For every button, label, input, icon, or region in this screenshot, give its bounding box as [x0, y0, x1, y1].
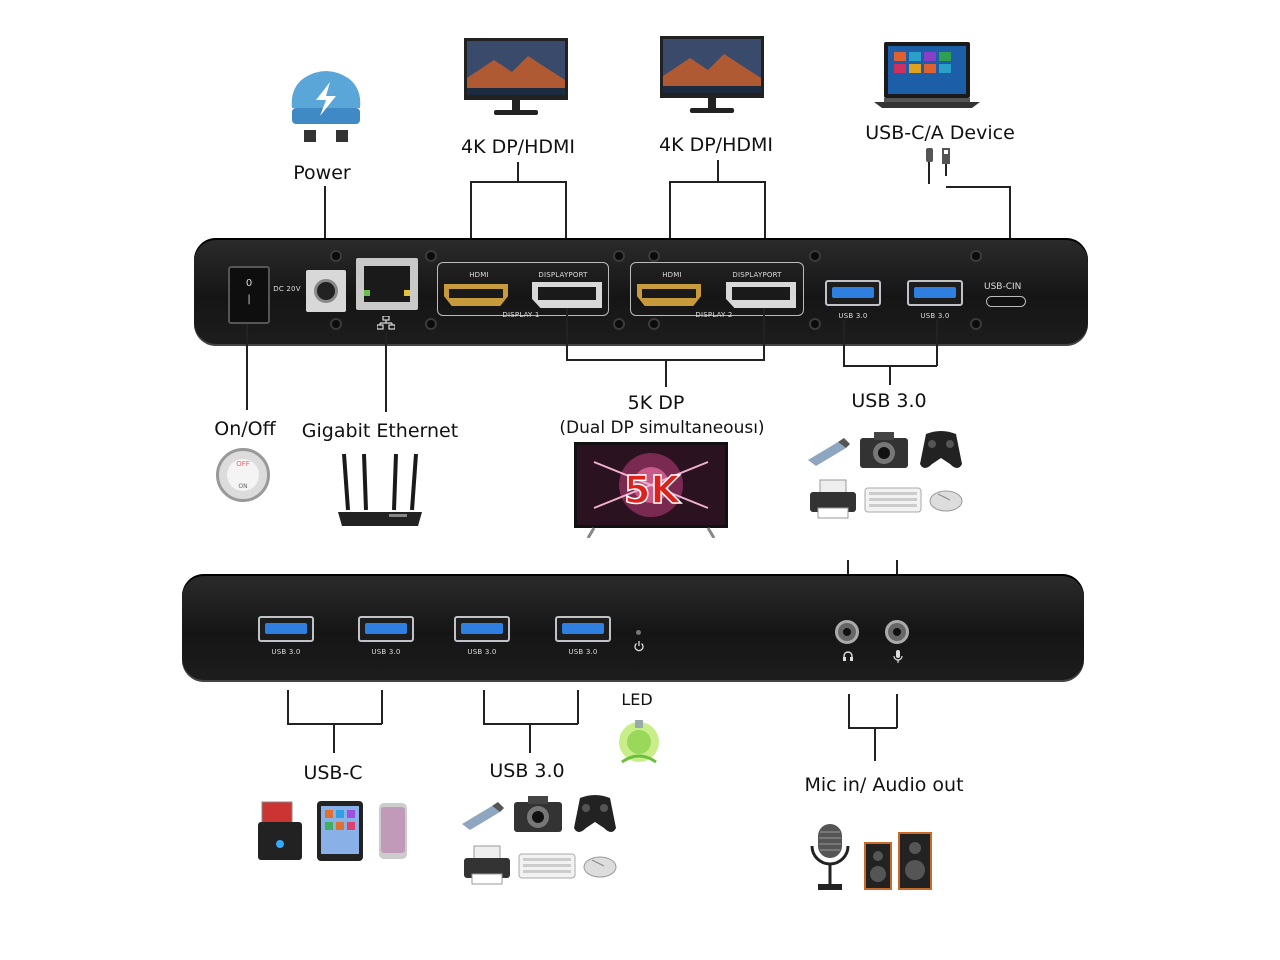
dc-power-port[interactable] [306, 270, 346, 312]
docking-station-icon [258, 801, 302, 860]
display1-top-label: 4K DP/HDMI [461, 136, 575, 158]
display2-label: DISPLAY 2 [695, 311, 733, 319]
switch-off-mark: | [247, 294, 251, 305]
usb-cable-icon [926, 148, 950, 184]
phone-icon [379, 803, 407, 859]
headphone-jack[interactable] [835, 620, 859, 644]
hdmi2-label: HDMI [662, 271, 682, 279]
camera-icon-2 [514, 796, 562, 832]
rear-usb-label-2: USB 3.0 [920, 312, 950, 320]
headphone-icon [843, 651, 853, 661]
hdmi1-label: HDMI [469, 271, 489, 279]
switch-on-mark: 0 [245, 278, 253, 289]
gamepad-icon-2 [574, 795, 616, 832]
led-indicator [636, 630, 641, 635]
laptop-tablet-icon [874, 42, 980, 108]
front-usb-port-2[interactable] [358, 616, 414, 642]
monitor-2-icon [660, 36, 764, 113]
printer-icon-2 [464, 845, 510, 885]
tablet-icon [317, 801, 363, 861]
dp2-port[interactable] [726, 282, 796, 308]
usb30-bottom-label: USB 3.0 [489, 760, 565, 782]
led-bulb-icon [619, 720, 659, 764]
front-usb-label-2: USB 3.0 [371, 648, 401, 656]
five-k-badge: 5K [623, 467, 680, 513]
rear-usb-label-1: USB 3.0 [838, 312, 868, 320]
on-text: ON [238, 483, 248, 490]
mouse-icon [929, 490, 963, 512]
hdmi2-port[interactable] [637, 284, 701, 306]
printer-icon [810, 479, 856, 519]
led-label: LED [621, 690, 653, 709]
display2-top-label: 4K DP/HDMI [659, 134, 773, 156]
usbc-bottom-label: USB-C [303, 762, 363, 784]
front-usb-port-4[interactable] [555, 616, 611, 642]
dp2-label: DISPLAYPORT [732, 271, 782, 279]
power-plug-icon [291, 71, 361, 142]
audio-label: Mic in/ Audio out [804, 774, 964, 796]
display1-label: DISPLAY 1 [502, 311, 540, 319]
usb-device-label: USB-C/A Device [865, 122, 1015, 144]
power-label: Power [293, 162, 351, 184]
power-switch[interactable]: 0 | [228, 266, 270, 324]
usbc-in-port[interactable] [986, 296, 1026, 307]
display1-group [437, 262, 609, 316]
usb-drive-icon-2 [462, 802, 504, 830]
front-usb-label-4: USB 3.0 [568, 648, 598, 656]
front-usb-label-1: USB 3.0 [271, 648, 301, 656]
speakers-icon [864, 832, 932, 890]
dock-front-panel [182, 574, 1084, 682]
usbc-in-label: USB-CIN [984, 282, 1022, 292]
off-text: OFF [236, 460, 250, 468]
dp1-port[interactable] [532, 282, 602, 308]
onoff-switch-icon: OFF ON [216, 448, 270, 502]
rear-usb-port-1[interactable] [825, 280, 881, 306]
front-usb-port-1[interactable] [258, 616, 314, 642]
hdmi1-port[interactable] [444, 284, 508, 306]
display2-group [630, 262, 804, 316]
keyboard-icon [864, 487, 922, 513]
ethernet-label: Gigabit Ethernet [301, 420, 459, 442]
dp1-label: DISPLAYPORT [538, 271, 588, 279]
monitor-1-icon [464, 38, 568, 115]
front-usb-label-3: USB 3.0 [467, 648, 497, 656]
dp5k-title: 5K DP [627, 392, 685, 414]
microphone-icon [810, 824, 850, 890]
dp5k-subtitle: (Dual DP simultaneousı) [559, 418, 765, 438]
keyboard-icon-2 [518, 853, 576, 879]
mouse-icon-2 [583, 856, 617, 878]
router-icon [338, 453, 422, 526]
network-icon [377, 316, 395, 330]
usb30-right-label: USB 3.0 [851, 390, 927, 412]
rear-usb-port-2[interactable] [907, 280, 963, 306]
usb-drive-icon [808, 438, 850, 466]
power-icon [634, 641, 644, 652]
tv-5k-icon [574, 442, 728, 538]
ethernet-port[interactable] [356, 258, 418, 310]
gamepad-icon [920, 431, 962, 468]
onoff-label: On/Off [214, 418, 276, 440]
camera-icon [860, 432, 908, 468]
mic-jack[interactable] [885, 620, 909, 644]
front-usb-port-3[interactable] [454, 616, 510, 642]
mic-icon [893, 650, 903, 663]
dc-label: DC 20V [273, 285, 301, 293]
